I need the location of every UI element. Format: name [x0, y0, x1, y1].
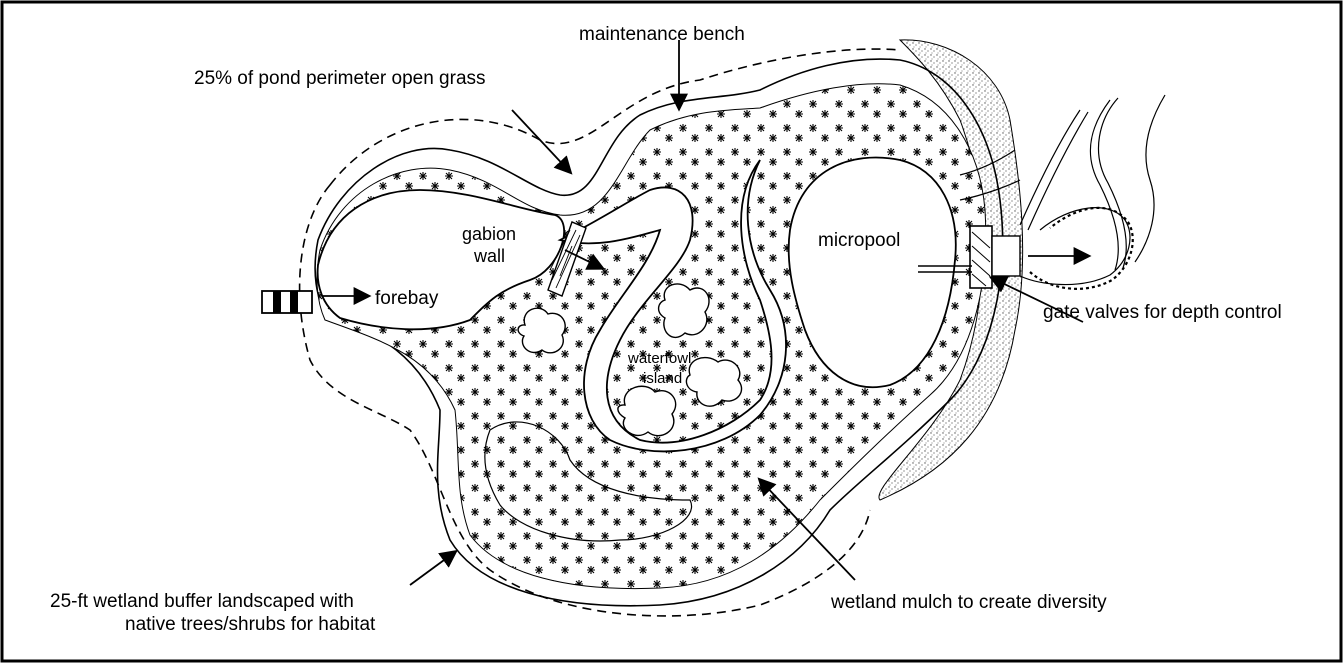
wetland-mulch-label: wetland mulch to create diversity — [830, 592, 1107, 613]
waterfowl-label-1: waterfowl — [627, 350, 691, 367]
maintenance-bench-label: maintenance bench — [579, 24, 745, 45]
waterfowl-label-2: island — [643, 370, 682, 387]
inlet-pipe — [262, 291, 312, 313]
gate-valves-label: gate valves for depth control — [1043, 302, 1282, 323]
waterfowl-island-top — [659, 284, 709, 338]
micropool-label: micropool — [818, 230, 900, 251]
buffer-label-2: native trees/shrubs for habitat — [125, 614, 376, 635]
open-grass-label: 25% of pond perimeter open grass — [194, 68, 486, 89]
waterfowl-island-low — [618, 386, 676, 435]
forebay-label: forebay — [375, 288, 439, 309]
buffer-label-1: 25-ft wetland buffer landscaped with — [50, 591, 354, 612]
gabion-label-2: wall — [473, 246, 505, 266]
gabion-label-1: gabion — [462, 224, 516, 244]
forebay-island — [518, 308, 565, 353]
